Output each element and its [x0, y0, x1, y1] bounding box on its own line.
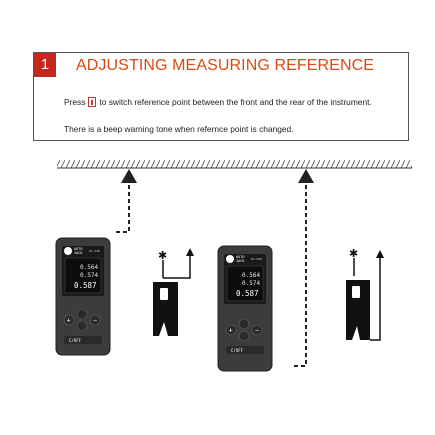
device-brand-bottom: JACK	[74, 251, 83, 255]
svg-text:−: −	[255, 328, 259, 335]
device-reading-2: 0.574	[80, 272, 98, 279]
rangefinder-device-rear: AUTO JACK DL-X40 0.564 0.574 0.587 + − C…	[217, 245, 273, 372]
instruction-line-1: Press to switch reference point between t…	[64, 97, 404, 107]
device-model: DL-X40	[89, 249, 100, 253]
dashed-arrow-icon	[114, 169, 137, 233]
device-brand-bottom: JACK	[236, 259, 245, 263]
instruction-line-2: There is a beep warning tone when refern…	[64, 124, 294, 134]
reference-key-icon	[88, 97, 97, 107]
device-model: DL-X40	[251, 257, 262, 261]
up-arrow-icon	[370, 256, 381, 341]
device-reading-1: 0.564	[80, 264, 98, 271]
device-brand-top: AUTO	[236, 255, 244, 259]
section-title: ADJUSTING MEASURING REFERENCE	[76, 57, 375, 74]
laser-star-icon: ✱	[158, 250, 167, 262]
laser-star-icon: ✱	[349, 248, 358, 260]
svg-text:−: −	[93, 318, 97, 325]
rear-reference-icon: ✱	[346, 248, 384, 341]
up-arrow-icon	[163, 254, 191, 279]
front-reference-icon: ✱	[153, 248, 194, 336]
device-reading-2: 0.574	[242, 280, 260, 287]
reference-wall	[57, 160, 412, 169]
svg-text:+: +	[67, 318, 71, 325]
instruction-line-1-rest: to switch reference point between the fr…	[99, 97, 372, 107]
press-word: Press	[64, 97, 86, 107]
device-power-label: C/OFF	[231, 348, 244, 353]
rangefinder-device-front: AUTO JACK DL-X40 0.564 0.574 0.587 + − C…	[55, 237, 111, 356]
dashed-arrow-icon	[291, 169, 314, 367]
device-brand-top: AUTO	[74, 247, 82, 251]
instruction-panel: 1 ADJUSTING MEASURING REFERENCE Press to …	[33, 52, 409, 141]
device-reading-3: 0.587	[74, 281, 97, 290]
step-number-badge: 1	[34, 53, 56, 77]
device-reading-1: 0.564	[242, 272, 260, 279]
device-power-label: C/OFF	[69, 338, 82, 343]
svg-text:+: +	[229, 328, 233, 335]
diagram-scene: AUTO JACK DL-X40 0.564 0.574 0.587 + − C…	[55, 160, 412, 372]
device-reading-3: 0.587	[236, 289, 259, 298]
